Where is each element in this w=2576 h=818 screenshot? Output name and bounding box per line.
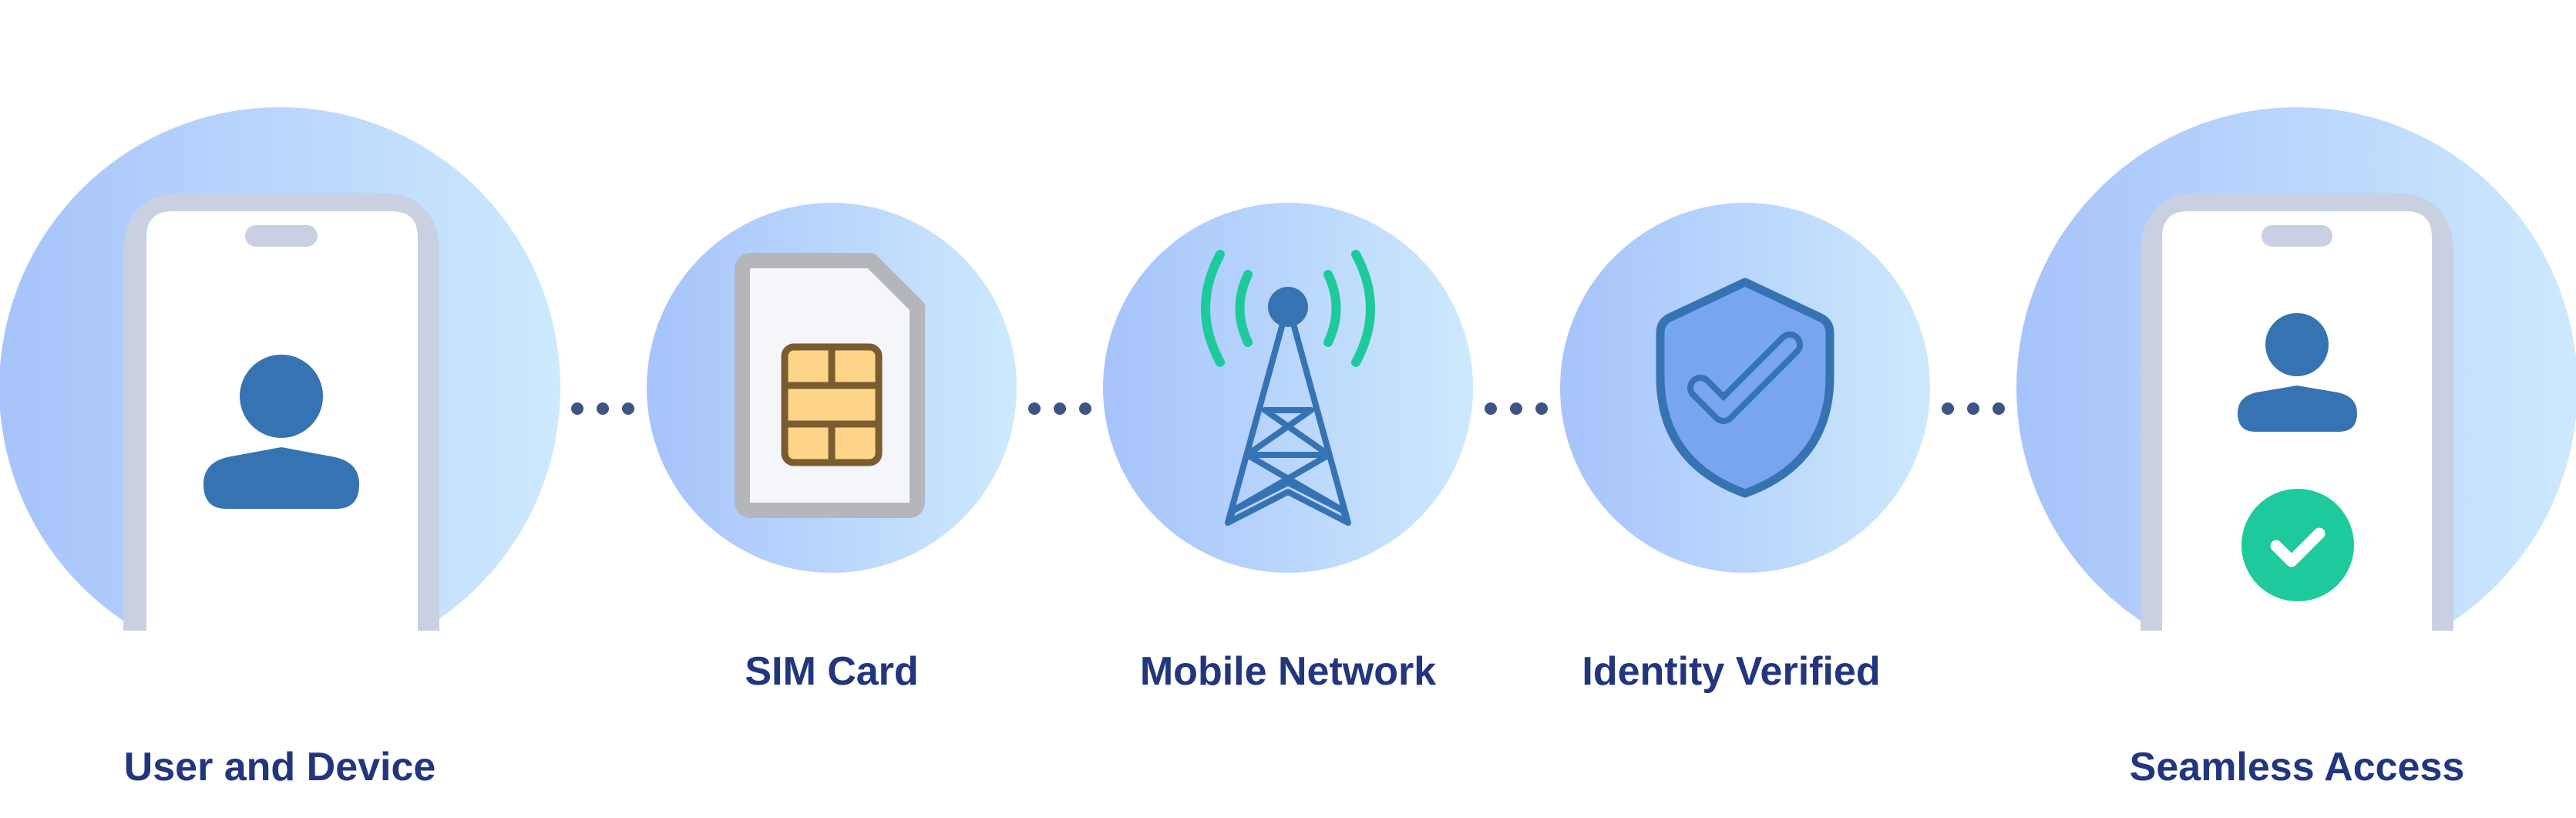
phone-user-check-icon	[2141, 193, 2453, 631]
stage-user-and-device: User and Device	[0, 107, 560, 789]
connector-dots	[1942, 402, 2005, 415]
stage-label: Seamless Access	[2130, 745, 2465, 789]
stage-label: User and Device	[124, 745, 436, 789]
stage-circle	[1103, 203, 1473, 573]
stage-mobile-network: Mobile Network	[1103, 203, 1473, 694]
connector-dots	[571, 402, 634, 415]
stage-sim-card: SIM Card	[647, 203, 1017, 694]
stage-seamless-access: Seamless Access	[2016, 107, 2576, 789]
stage-identity-verified: Identity Verified	[1560, 203, 1930, 694]
stage-label: SIM Card	[745, 649, 918, 694]
cell-tower-icon	[1201, 250, 1375, 526]
sim-card-icon	[735, 253, 925, 518]
stage-label: Mobile Network	[1140, 649, 1436, 694]
shield-check-icon	[1656, 278, 1834, 498]
phone-user-icon	[123, 193, 439, 631]
stage-label: Identity Verified	[1582, 649, 1880, 694]
connector-dots	[1485, 402, 1548, 415]
connector-dots	[1028, 402, 1091, 415]
